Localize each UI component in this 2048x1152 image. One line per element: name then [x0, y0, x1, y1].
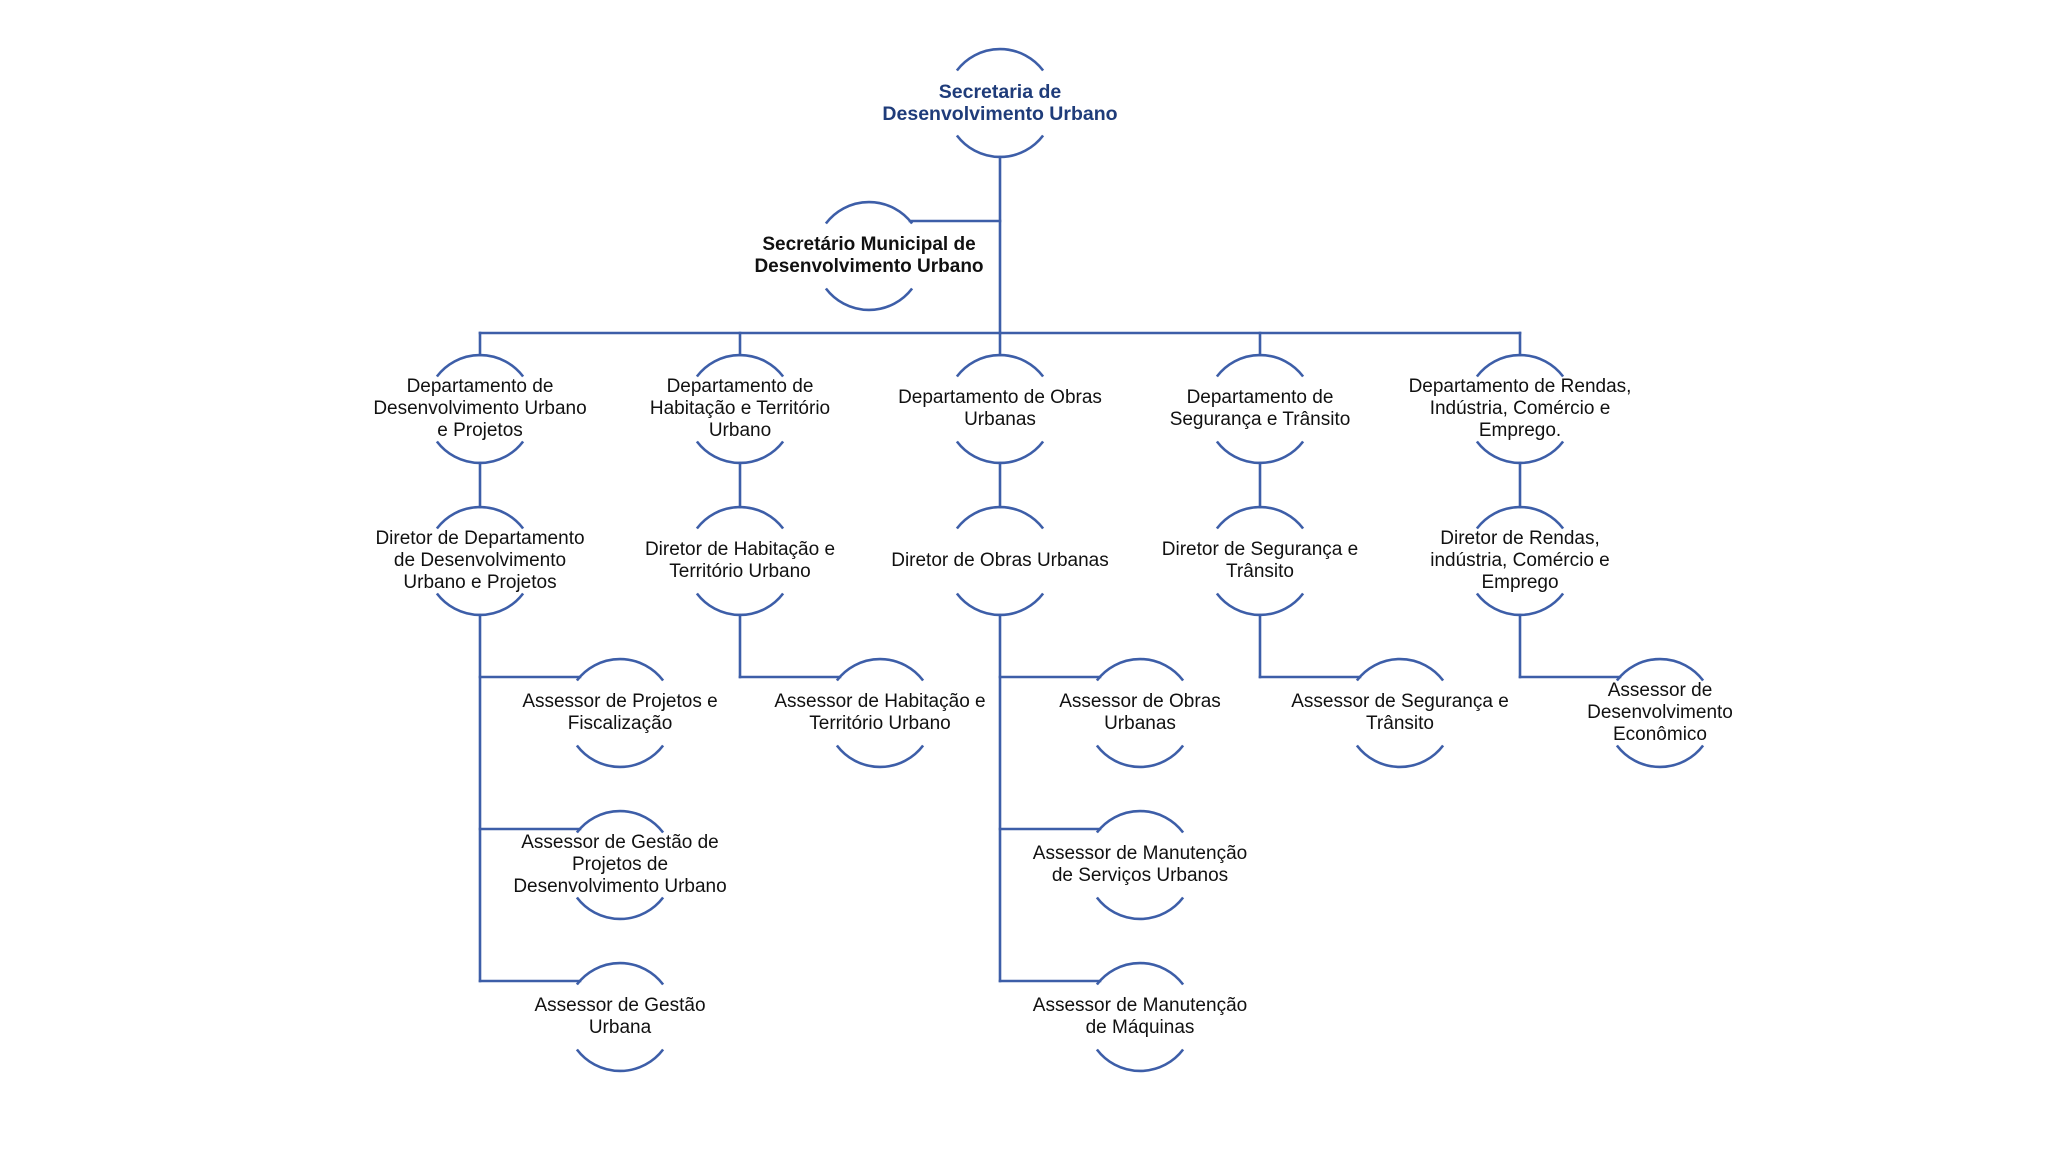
node-assessor-1-3-arc-top [575, 961, 665, 986]
node-secretaria-arc-bottom [955, 134, 1045, 159]
node-assessor-1-1-arc-top [575, 657, 665, 682]
node-secretario-arc-bottom [824, 287, 914, 312]
node-assessor-3-3-arc-bottom [1095, 1048, 1185, 1073]
node-dir-3-arc-top [955, 505, 1045, 530]
node-assessor-5-1-arc-top [1615, 657, 1705, 682]
node-dept-1-arc-top [435, 353, 525, 378]
node-secretario-arc-top [824, 200, 914, 225]
node-dir-3-arc-bottom [955, 592, 1045, 617]
node-dir-4-arc-top [1215, 505, 1305, 530]
node-assessor-4-1-arc-bottom [1355, 744, 1445, 769]
node-dept-2-arc-bottom [695, 440, 785, 465]
node-dept-4-arc-top [1215, 353, 1305, 378]
node-assessor-3-1-arc-bottom [1095, 744, 1185, 769]
node-assessor-1-1-arc-bottom [575, 744, 665, 769]
node-dir-5-arc-bottom [1475, 592, 1565, 617]
node-assessor-1-3-arc-bottom [575, 1048, 665, 1073]
node-dir-2-arc-bottom [695, 592, 785, 617]
node-dir-1-arc-top [435, 505, 525, 530]
node-secretaria-arc-top [955, 47, 1045, 72]
node-dir-1-arc-bottom [435, 592, 525, 617]
node-assessor-1-2-arc-top [575, 809, 665, 834]
node-dept-2-arc-top [695, 353, 785, 378]
node-dir-4-arc-bottom [1215, 592, 1305, 617]
node-assessor-3-3-arc-top [1095, 961, 1185, 986]
node-dept-1-arc-bottom [435, 440, 525, 465]
node-dept-3-arc-top [955, 353, 1045, 378]
node-assessor-1-2-arc-bottom [575, 896, 665, 921]
node-dept-5-arc-bottom [1475, 440, 1565, 465]
node-dir-5-arc-top [1475, 505, 1565, 530]
node-assessor-3-1-arc-top [1095, 657, 1185, 682]
node-assessor-3-2-arc-bottom [1095, 896, 1185, 921]
node-assessor-4-1-arc-top [1355, 657, 1445, 682]
node-dept-5-arc-top [1475, 353, 1565, 378]
node-assessor-5-1-arc-bottom [1615, 744, 1705, 769]
node-dept-3-arc-bottom [955, 440, 1045, 465]
node-assessor-2-1-arc-top [835, 657, 925, 682]
node-dir-2-arc-top [695, 505, 785, 530]
node-assessor-3-2-arc-top [1095, 809, 1185, 834]
node-assessor-2-1-arc-bottom [835, 744, 925, 769]
node-dept-4-arc-bottom [1215, 440, 1305, 465]
